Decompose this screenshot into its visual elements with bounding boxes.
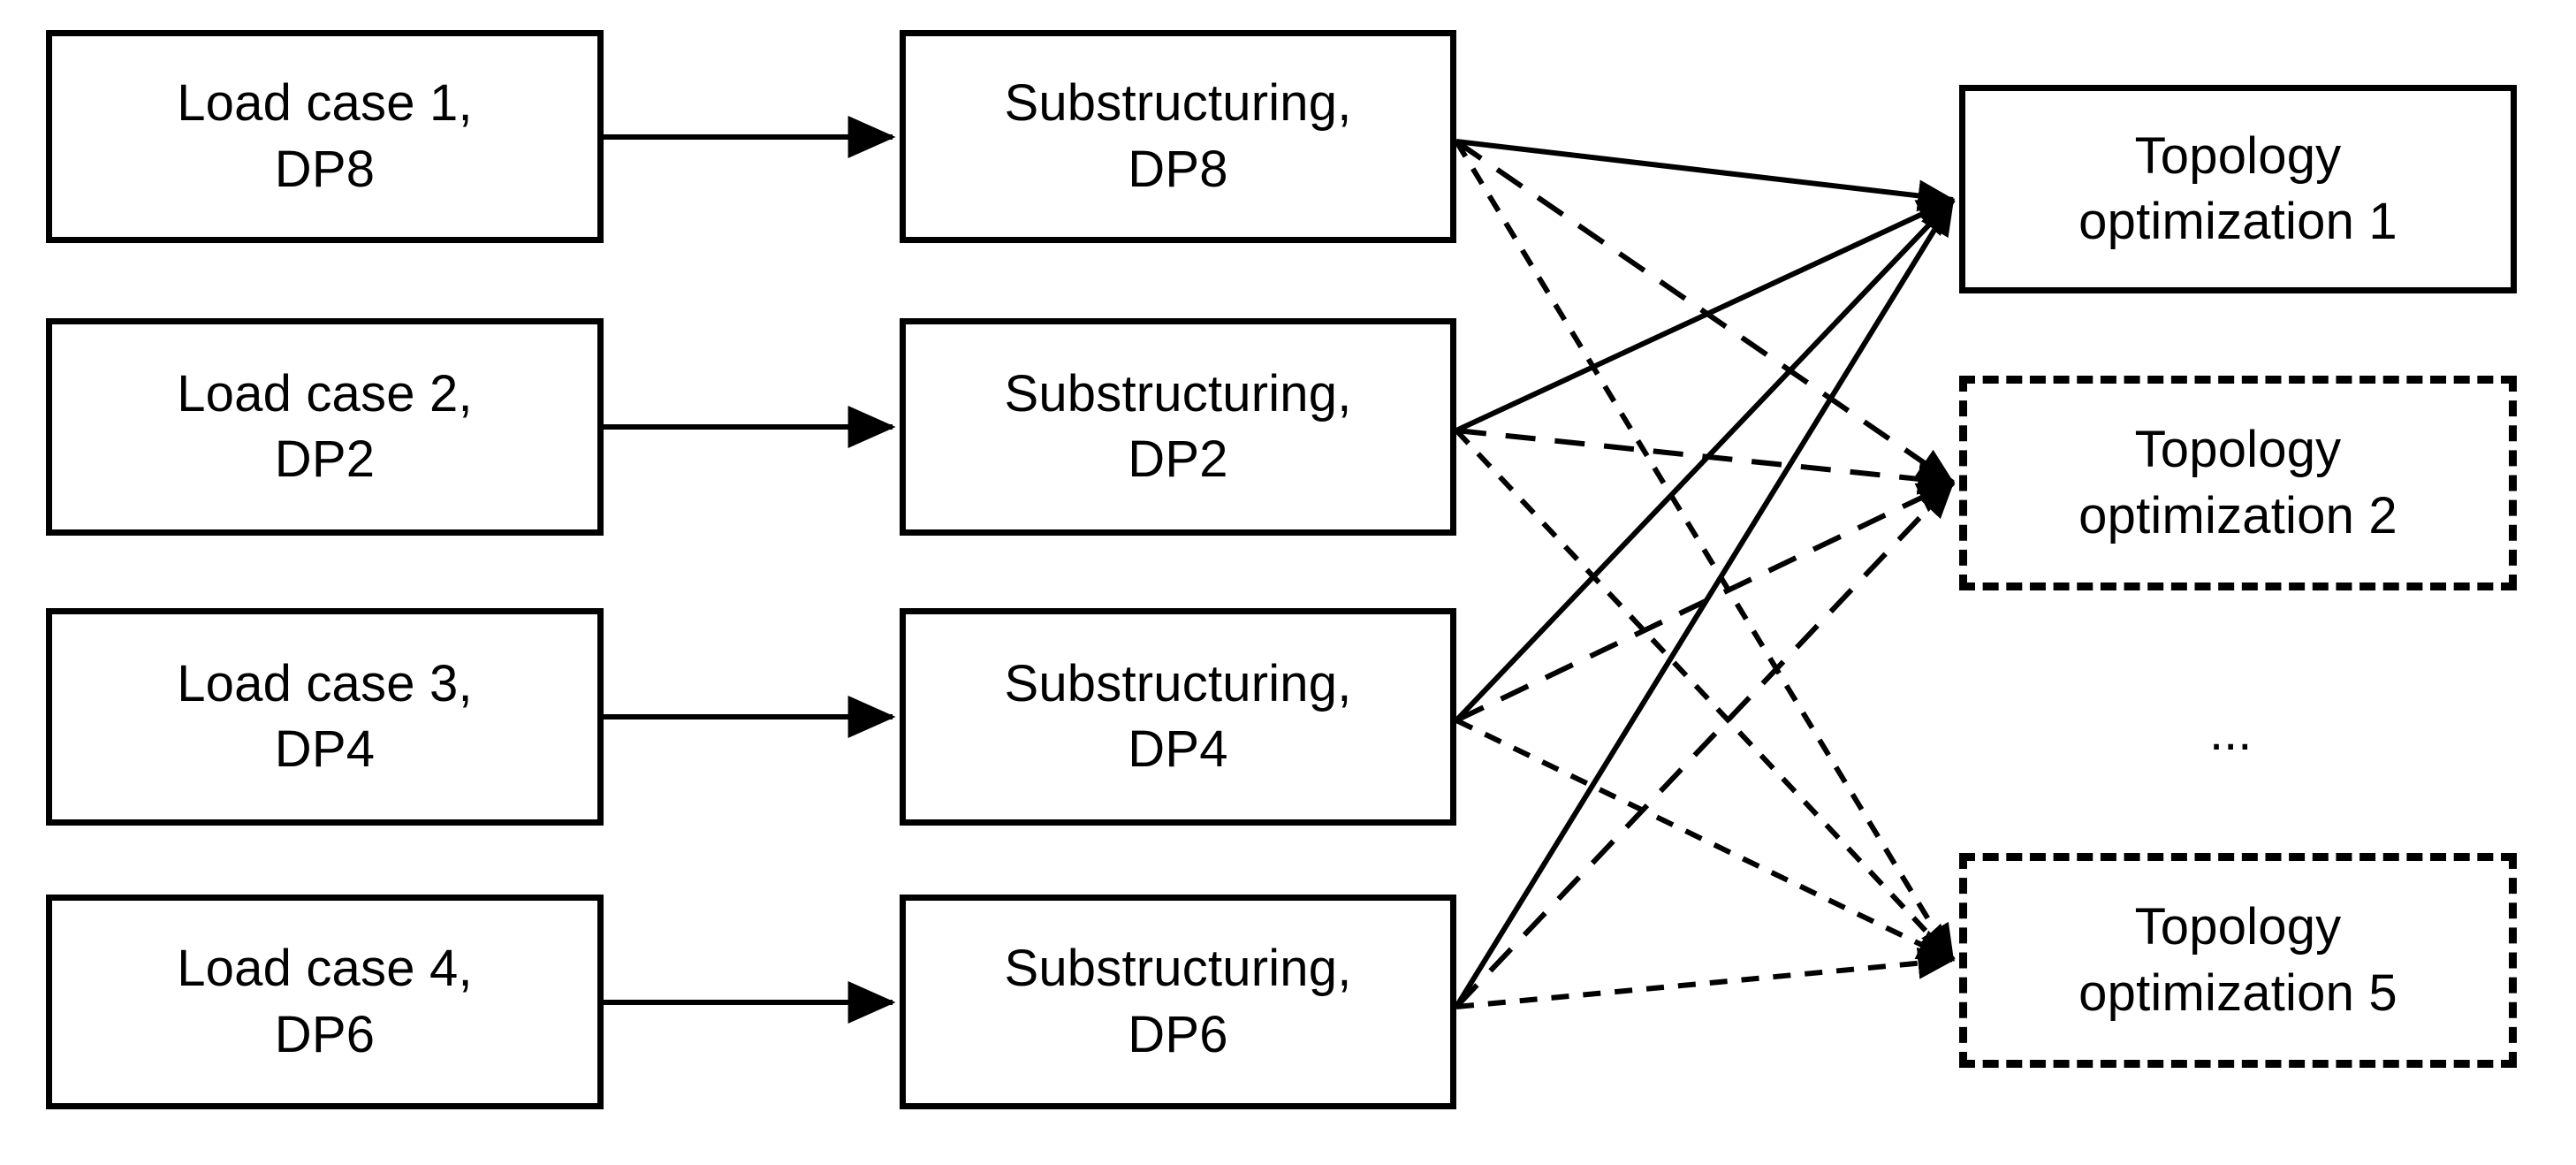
node-label: Substructuring, DP4 <box>1004 654 1352 778</box>
node-load-case-2[interactable]: Load case 2, DP2 <box>46 318 604 536</box>
node-topology-optimization-2[interactable]: Topology optimization 2 <box>1959 376 2517 590</box>
node-label: Substructuring, DP2 <box>1004 364 1352 488</box>
node-label: Load case 4, DP6 <box>177 940 473 1063</box>
edge-substructuring-dp6-to-topology-optimization-2 <box>1454 480 1956 1009</box>
node-label: Topology optimization 5 <box>2078 898 2397 1022</box>
node-topology-optimization-1[interactable]: Topology optimization 1 <box>1959 85 2517 293</box>
node-label: Topology optimization 1 <box>2078 126 2397 250</box>
edge-substructuring-dp8-to-topology-optimization-2 <box>1455 139 1955 485</box>
node-label: Load case 3, DP4 <box>177 654 473 778</box>
node-load-case-4[interactable]: Load case 4, DP6 <box>46 895 604 1109</box>
node-label: Substructuring, DP6 <box>1004 940 1352 1063</box>
edge-substructuring-dp2-to-topology-optimization-5 <box>1454 428 1956 963</box>
node-substructuring-dp6[interactable]: Substructuring, DP6 <box>900 895 1456 1109</box>
substructuring-to-optimization-edges <box>1454 139 1956 1009</box>
loadcase-to-substructuring-edges <box>604 116 896 1024</box>
node-substructuring-dp2[interactable]: Substructuring, DP2 <box>900 318 1456 536</box>
node-substructuring-dp8[interactable]: Substructuring, DP8 <box>900 30 1456 243</box>
node-load-case-3[interactable]: Load case 3, DP4 <box>46 608 604 826</box>
edge-substructuring-dp8-to-topology-optimization-1 <box>1455 139 1956 212</box>
node-label: Load case 1, DP8 <box>177 74 473 198</box>
edge-substructuring-dp4-to-topology-optimization-5 <box>1455 718 1956 963</box>
edge-substructuring-dp2-to-topology-optimization-2 <box>1455 428 1956 495</box>
node-load-case-1[interactable]: Load case 1, DP8 <box>46 30 604 243</box>
node-label: Substructuring, DP8 <box>1004 74 1352 198</box>
node-topology-optimization-5[interactable]: Topology optimization 5 <box>1959 853 2517 1068</box>
node-label: Topology optimization 2 <box>2078 421 2397 544</box>
edge-substructuring-dp8-to-topology-optimization-5 <box>1454 140 1956 963</box>
ellipsis-topology-optimization-ellipsis: ... <box>2209 704 2253 761</box>
node-substructuring-dp4[interactable]: Substructuring, DP4 <box>900 608 1456 826</box>
edge-substructuring-dp4-to-topology-optimization-2 <box>1455 480 1956 723</box>
edge-substructuring-dp4-to-topology-optimization-1 <box>1454 197 1956 723</box>
edge-substructuring-dp6-to-topology-optimization-5 <box>1455 947 1956 1009</box>
node-label: Load case 2, DP2 <box>177 364 473 488</box>
